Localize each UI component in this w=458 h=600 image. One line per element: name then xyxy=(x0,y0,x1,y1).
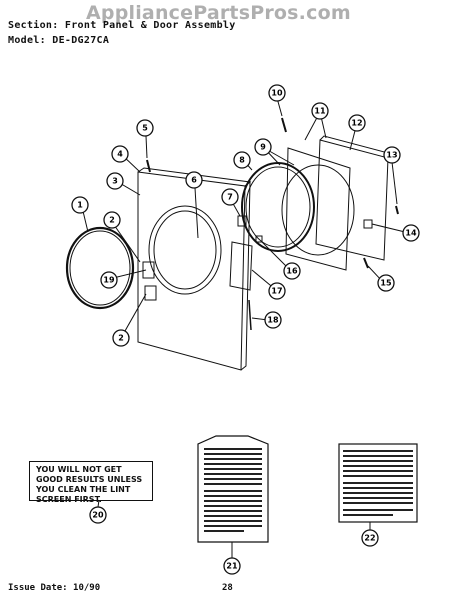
leader-2a xyxy=(111,221,141,263)
callout-1: 1 xyxy=(71,196,89,214)
svg-text:17: 17 xyxy=(271,287,282,296)
callout-8: 8 xyxy=(233,151,251,169)
callout-4: 4 xyxy=(111,145,129,163)
svg-text:21: 21 xyxy=(226,562,238,571)
callout-2a: 2 xyxy=(103,211,121,229)
warning-line-2: GOOD RESULTS UNLESS xyxy=(36,475,143,484)
svg-text:13: 13 xyxy=(386,151,397,160)
callout-16: 16 xyxy=(283,262,301,280)
callout-17: 17 xyxy=(268,282,286,300)
hinge-lower xyxy=(144,285,157,301)
strike-7 xyxy=(237,215,247,227)
model-value: DE-DG27CA xyxy=(52,35,110,46)
leader-20 xyxy=(97,499,100,508)
watermark: AppliancePartsPros.com xyxy=(86,2,351,24)
callout-12: 12 xyxy=(348,114,366,132)
callout-21: 21 xyxy=(223,557,241,575)
screw-15 xyxy=(363,257,369,269)
svg-text:18: 18 xyxy=(267,316,279,325)
callout-7: 7 xyxy=(221,188,239,206)
screw-5 xyxy=(146,159,151,173)
screw-10 xyxy=(281,117,287,133)
svg-text:11: 11 xyxy=(314,107,326,116)
door-gasket-inner xyxy=(245,166,311,248)
issue-date: Issue Date: 10/90 xyxy=(8,583,101,593)
warning-line-1: YOU WILL NOT GET xyxy=(36,465,122,474)
svg-text:6: 6 xyxy=(191,176,197,185)
lint-screen-warning-label: YOU WILL NOT GET GOOD RESULTS UNLESS YOU… xyxy=(29,461,153,504)
model-label: Model: xyxy=(8,35,46,46)
svg-text:3: 3 xyxy=(112,177,118,186)
svg-text:2: 2 xyxy=(118,334,124,343)
switch-bracket xyxy=(229,241,253,291)
label-card-21-fine-print xyxy=(204,448,262,532)
svg-text:5: 5 xyxy=(142,124,148,133)
leader-5 xyxy=(145,135,148,159)
callout-13: 13 xyxy=(383,146,401,164)
hinge-14 xyxy=(363,219,373,229)
callout-19: 19 xyxy=(100,271,118,289)
svg-text:14: 14 xyxy=(405,229,417,238)
panel-opening-inner xyxy=(153,210,217,290)
panel-opening xyxy=(148,205,222,295)
callout-2b: 2 xyxy=(112,329,130,347)
leader-6 xyxy=(194,187,199,239)
svg-text:16: 16 xyxy=(286,267,298,276)
warning-line-3: YOU CLEAN THE LINT xyxy=(36,485,131,494)
svg-text:1: 1 xyxy=(77,201,83,210)
callout-6: 6 xyxy=(185,171,203,189)
callout-22: 22 xyxy=(361,529,379,547)
svg-text:8: 8 xyxy=(239,156,245,165)
svg-text:7: 7 xyxy=(227,193,233,202)
callout-9a: 9 xyxy=(254,138,272,156)
callout-15: 15 xyxy=(377,274,395,292)
svg-text:15: 15 xyxy=(380,279,392,288)
svg-text:22: 22 xyxy=(364,534,375,543)
section-title: Front Panel & Door Assembly xyxy=(64,20,236,31)
section-label: Section: xyxy=(8,20,59,31)
callout-20: 20 xyxy=(89,506,107,524)
door-seal-ring xyxy=(65,226,135,310)
callout-11: 11 xyxy=(311,102,329,120)
screw-13 xyxy=(395,205,399,215)
section-line: Section: Front Panel & Door Assembly xyxy=(8,20,236,31)
model-line: Model: DE-DG27CA xyxy=(8,35,109,46)
page-number: 28 xyxy=(222,583,233,593)
hinge-upper xyxy=(142,261,155,279)
svg-text:9: 9 xyxy=(260,143,266,152)
callout-5: 5 xyxy=(136,119,154,137)
door-back-flange xyxy=(319,135,393,159)
svg-text:10: 10 xyxy=(271,89,283,98)
svg-text:12: 12 xyxy=(351,119,362,128)
door-seal-ring-inner xyxy=(69,230,131,306)
label-card-22-fine-print xyxy=(343,450,413,516)
door-window xyxy=(281,164,355,256)
callout-18: 18 xyxy=(264,311,282,329)
svg-text:2: 2 xyxy=(109,216,115,225)
leader-14 xyxy=(371,223,406,233)
leader-13 xyxy=(391,161,398,205)
svg-text:19: 19 xyxy=(103,276,115,285)
callout-10: 10 xyxy=(268,84,286,102)
callout-3: 3 xyxy=(106,172,124,190)
door-back-panel xyxy=(315,139,389,261)
door-gasket xyxy=(241,162,315,252)
svg-text:20: 20 xyxy=(92,511,104,520)
svg-text:4: 4 xyxy=(117,150,123,159)
label-card-21 xyxy=(197,435,269,543)
label-card-22 xyxy=(338,443,418,523)
clip-16 xyxy=(255,235,263,243)
door-outer-pane xyxy=(285,147,351,271)
callout-14: 14 xyxy=(402,224,420,242)
warning-line-4: SCREEN FIRST. xyxy=(36,495,102,504)
screw-18 xyxy=(248,299,252,331)
